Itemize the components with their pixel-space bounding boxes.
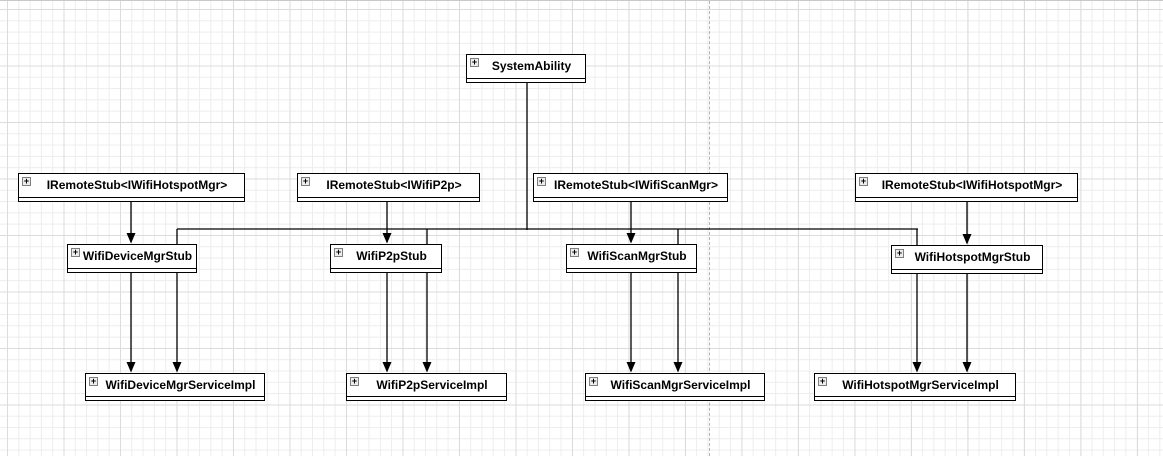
compartment-divider bbox=[586, 396, 764, 397]
compartment-divider bbox=[815, 396, 1015, 397]
compartment-divider bbox=[19, 197, 244, 198]
class-name-label: WifiHotspotMgrServiceImpl bbox=[842, 377, 999, 392]
expand-icon[interactable]: + bbox=[22, 176, 31, 186]
compartment-divider bbox=[298, 197, 479, 198]
class-name-label: WifiP2pServiceImpl bbox=[376, 377, 488, 392]
node-wifi-scan-mgr-stub[interactable]: + WifiScanMgrStub bbox=[566, 244, 697, 273]
node-wifi-scan-mgr-service-impl[interactable]: + WifiScanMgrServiceImpl bbox=[585, 373, 765, 401]
node-wifi-device-mgr-service-impl[interactable]: + WifiDeviceMgrServiceImpl bbox=[85, 373, 265, 401]
class-name-label: IRemoteStub<IWifiP2p> bbox=[326, 178, 462, 192]
class-name-label: WifiDeviceMgrServiceImpl bbox=[105, 377, 256, 392]
expand-icon[interactable]: + bbox=[570, 247, 579, 257]
node-iremote-stub-iwifihotspotmgr-2[interactable]: + IRemoteStub<IWifiHotspotMgr> bbox=[855, 173, 1078, 202]
node-iremote-stub-iwifiscanmgr[interactable]: + IRemoteStub<IWifiScanMgr> bbox=[533, 173, 728, 202]
class-name-label: IRemoteStub<IWifiScanMgr> bbox=[554, 178, 718, 192]
class-name-label: IRemoteStub<IWifiHotspotMgr> bbox=[881, 178, 1063, 192]
node-wifi-device-mgr-stub[interactable]: +WifiDeviceMgrStub bbox=[67, 244, 197, 273]
class-name-label: WifiHotspotMgrStub bbox=[914, 250, 1031, 264]
node-iremote-stub-iwifihotspotmgr-1[interactable]: + IRemoteStub<IWifiHotspotMgr> bbox=[18, 173, 245, 202]
node-wifi-hotspot-mgr-service-impl[interactable]: + WifiHotspotMgrServiceImpl bbox=[814, 373, 1016, 401]
class-name-label: IRemoteStub<IWifiHotspotMgr> bbox=[46, 178, 228, 192]
class-name-label: WifiP2pStub bbox=[356, 249, 427, 263]
compartment-divider bbox=[892, 269, 1042, 270]
expand-icon[interactable]: + bbox=[350, 376, 359, 386]
node-wifi-p2p-service-impl[interactable]: + WifiP2pServiceImpl bbox=[346, 373, 507, 401]
expand-icon[interactable]: + bbox=[589, 376, 598, 386]
compartment-divider bbox=[331, 268, 441, 269]
class-name-label: WifiScanMgrServiceImpl bbox=[610, 377, 751, 392]
expand-icon[interactable]: + bbox=[895, 248, 904, 258]
class-name-label: SystemAbility bbox=[491, 59, 572, 73]
class-name-label: WifiScanMgrStub bbox=[587, 249, 687, 263]
expand-icon[interactable]: + bbox=[71, 247, 80, 257]
node-system-ability[interactable]: + SystemAbility bbox=[466, 54, 586, 83]
expand-icon[interactable]: + bbox=[89, 376, 98, 386]
compartment-divider bbox=[68, 268, 196, 269]
compartment-divider bbox=[567, 268, 696, 269]
node-wifi-p2p-stub[interactable]: + WifiP2pStub bbox=[330, 244, 442, 273]
compartment-divider bbox=[534, 197, 727, 198]
compartment-divider bbox=[856, 197, 1077, 198]
expand-icon[interactable]: + bbox=[301, 176, 310, 186]
expand-icon[interactable]: + bbox=[537, 176, 546, 186]
expand-icon[interactable]: + bbox=[470, 57, 479, 67]
compartment-divider bbox=[347, 396, 506, 397]
node-iremote-stub-iwifip2p[interactable]: + IRemoteStub<IWifiP2p> bbox=[297, 173, 480, 202]
compartment-divider bbox=[467, 78, 585, 79]
expand-icon[interactable]: + bbox=[818, 376, 827, 386]
expand-icon[interactable]: + bbox=[859, 176, 868, 186]
expand-icon[interactable]: + bbox=[334, 247, 343, 257]
compartment-divider bbox=[86, 396, 264, 397]
class-name-label: WifiDeviceMgrStub bbox=[82, 249, 193, 263]
node-wifi-hotspot-mgr-stub[interactable]: + WifiHotspotMgrStub bbox=[891, 245, 1043, 274]
